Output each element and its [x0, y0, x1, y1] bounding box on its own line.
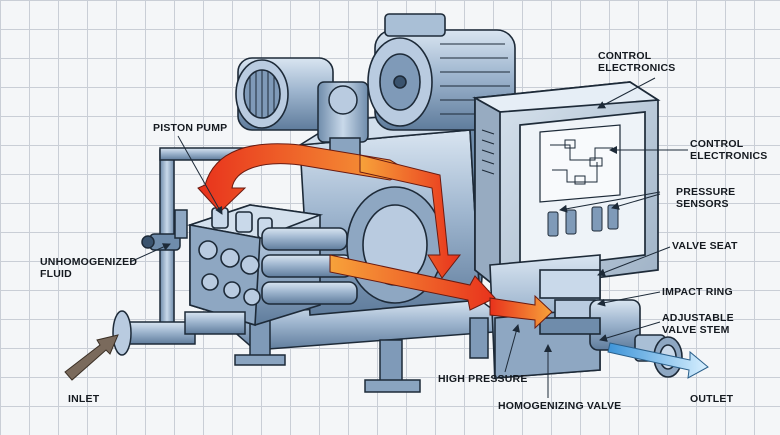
label-valve-seat: VALVE SEAT — [672, 240, 738, 252]
flow-arrow-mid — [329, 254, 496, 311]
flow-arrows — [64, 143, 709, 381]
inlet-pipe — [112, 147, 291, 356]
flow-arrow-top — [197, 143, 412, 213]
flow-arrow-valve — [489, 294, 553, 330]
label-high-pressure: HIGH PRESSURE — [438, 373, 528, 385]
label-inlet: INLET — [68, 393, 100, 405]
label-homogenizing-valve: HOMOGENIZING VALVE — [498, 400, 622, 412]
label-piston-pump: PISTON PUMP — [153, 122, 228, 134]
leader-lines — [129, 77, 688, 398]
motor-left — [235, 57, 334, 131]
inlet-arrow — [64, 334, 119, 381]
flow-arrow-upper — [359, 154, 462, 279]
label-impact-ring: IMPACT RING — [662, 286, 733, 298]
outlet-flow-arrow — [607, 342, 709, 379]
label-outlet: OUTLET — [690, 393, 734, 405]
